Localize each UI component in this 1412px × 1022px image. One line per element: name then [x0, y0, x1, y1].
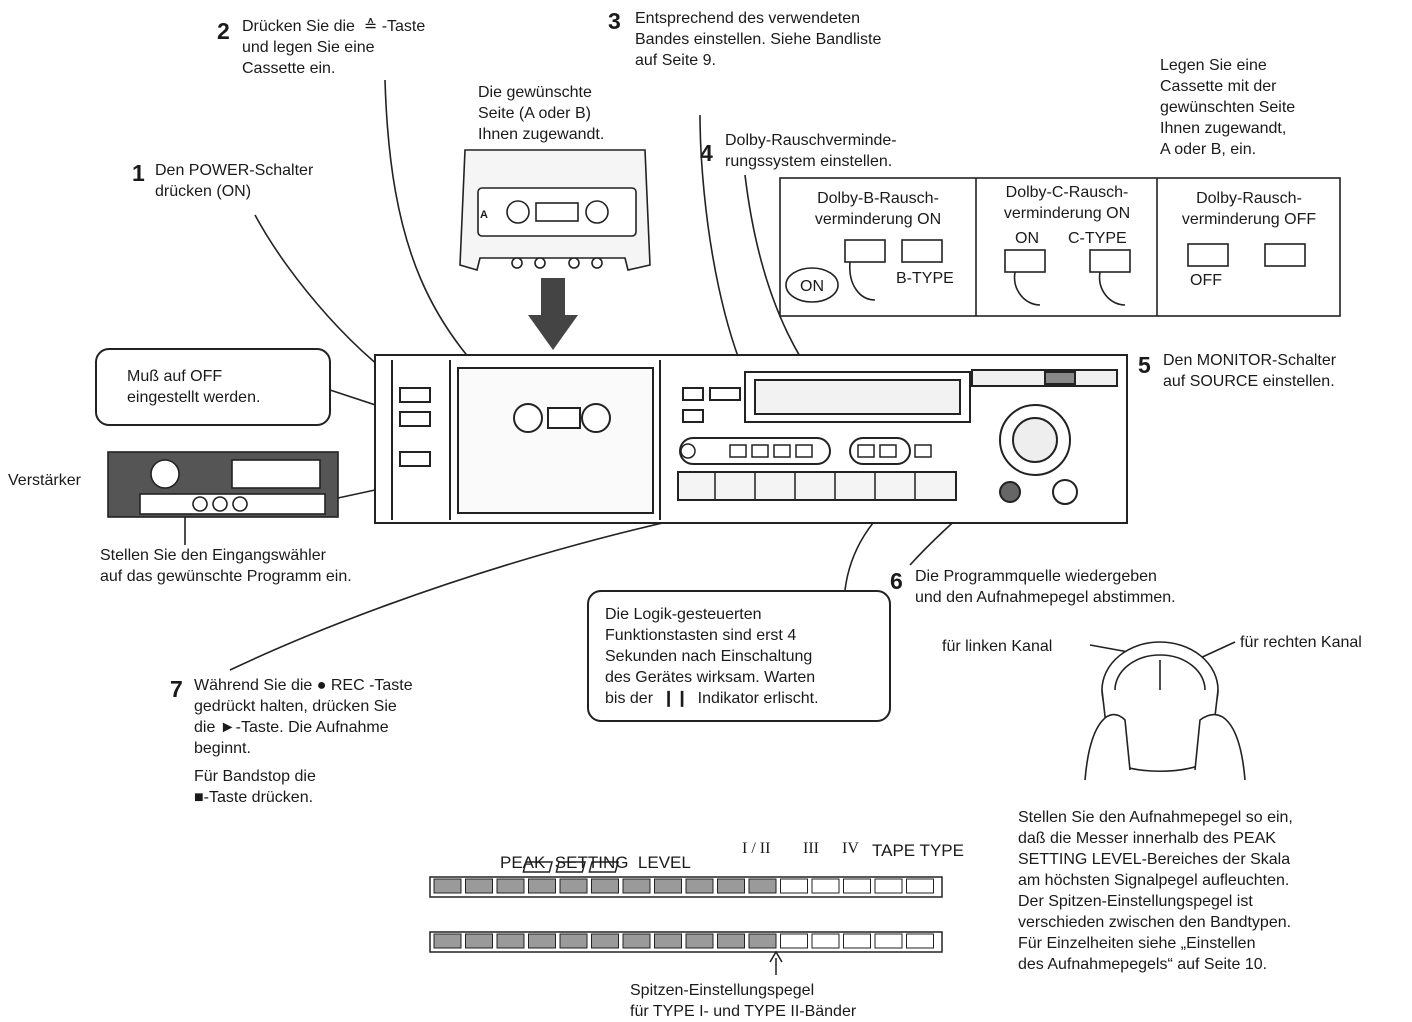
meter-segment [529, 934, 556, 948]
step-4-number: 4 [700, 140, 713, 167]
step-6-text: Die Programmquelle wiedergeben und den A… [915, 566, 1176, 608]
level-knob-drawing [1085, 642, 1245, 780]
meter-segment [623, 879, 650, 893]
tape-type-label: TAPE TYPE [872, 840, 964, 861]
meter-segment [686, 934, 713, 948]
step-3-number: 3 [608, 8, 621, 35]
dolby-b-on-label: ON [800, 276, 824, 297]
meter-segment [907, 879, 934, 893]
right-channel-label: für rechten Kanal [1240, 632, 1362, 653]
step-7-stop-text: Für Bandstop die ■-Taste drücken. [194, 766, 316, 808]
dolby-btype-label: B-TYPE [896, 268, 954, 289]
meter-segment [592, 934, 619, 948]
step-1-number: 1 [132, 160, 145, 187]
amplifier-drawing [108, 452, 375, 517]
meter-segment [844, 879, 871, 893]
dolby-off-label: OFF [1190, 270, 1222, 291]
dolby-ctype-label: C-TYPE [1068, 228, 1127, 249]
meter-segment [749, 879, 776, 893]
cassette-drawing [460, 150, 650, 270]
logic-keys-text: Die Logik-gesteuerten Funktionstasten si… [605, 604, 819, 709]
meter-segment [592, 879, 619, 893]
left-channel-label: für linken Kanal [942, 636, 1052, 657]
dolby-c-header: Dolby-C-Rausch- verminderung ON [978, 182, 1156, 224]
dolby-b-header: Dolby-B-Rausch- verminderung ON [782, 188, 974, 230]
meter-segment [434, 879, 461, 893]
step-7-text: Während Sie die ● REC -Taste gedrückt ha… [194, 675, 413, 759]
cassette-side-note: Die gewünschte Seite (A oder B) Ihnen zu… [478, 82, 604, 145]
meter-segment [466, 879, 493, 893]
meter-segment [812, 934, 839, 948]
cassette-deck [375, 355, 1127, 523]
tape-type-3: III [803, 838, 819, 859]
must-off-text: Muß auf OFF eingestellt werden. [127, 366, 260, 408]
meter-segment [623, 934, 650, 948]
meter-segment [907, 934, 934, 948]
step-6-number: 6 [890, 568, 903, 595]
meter-segment [655, 879, 682, 893]
logic-keys-callout: Die Logik-gesteuerten Funktionstasten si… [587, 590, 891, 722]
tape-type-4: IV [842, 838, 859, 859]
meter-segment [434, 934, 461, 948]
meter-segment [875, 934, 902, 948]
meter-segment [781, 934, 808, 948]
step-1-text: Den POWER-Schalter drücken (ON) [155, 160, 313, 202]
step-3-text: Entsprechend des verwendeten Bandes eins… [635, 8, 881, 71]
meter-segment [749, 934, 776, 948]
must-off-callout: Muß auf OFF eingestellt werden. [95, 348, 331, 426]
meter-segment [466, 934, 493, 948]
meter-segment [718, 879, 745, 893]
step-5-text: Den MONITOR-Schalter auf SOURCE einstell… [1163, 350, 1336, 392]
dolby-c-on-label: ON [1015, 228, 1039, 249]
level-setting-note: Stellen Sie den Aufnahmepegel so ein, da… [1018, 807, 1293, 975]
insert-cassette-note: Legen Sie eine Cassette mit der gewünsch… [1160, 55, 1295, 160]
step-5-number: 5 [1138, 352, 1151, 379]
insert-arrow-icon [528, 278, 578, 350]
meter-segment [718, 934, 745, 948]
meter-segment [655, 934, 682, 948]
meter-segment [497, 879, 524, 893]
peak-caption: Spitzen-Einstellungspegel für TYPE I- un… [630, 980, 856, 1022]
tape-type-1-2: I / II [742, 838, 770, 859]
step-7-number: 7 [170, 676, 183, 703]
meter-segment [686, 879, 713, 893]
meter-segment [497, 934, 524, 948]
input-selector-note: Stellen Sie den Eingangswähler auf das g… [100, 545, 352, 587]
step-4-text: Dolby-Rauschverminde- rungssystem einste… [725, 130, 897, 172]
meter-segment [812, 879, 839, 893]
meter-segment [560, 934, 587, 948]
amplifier-label: Verstärker [8, 470, 81, 491]
meter-segment [875, 879, 902, 893]
dolby-off-header: Dolby-Rausch- verminderung OFF [1159, 188, 1339, 230]
meter-segment [844, 934, 871, 948]
cassette-side-a: A [480, 205, 488, 226]
meter-segment [781, 879, 808, 893]
meter-segment [560, 879, 587, 893]
step-2-number: 2 [217, 18, 230, 45]
step-2-text: Drücken Sie die ≙ -Taste und legen Sie e… [242, 16, 425, 79]
meter-segment [529, 879, 556, 893]
peak-setting-label: PEAK SETTING LEVEL [500, 852, 691, 873]
